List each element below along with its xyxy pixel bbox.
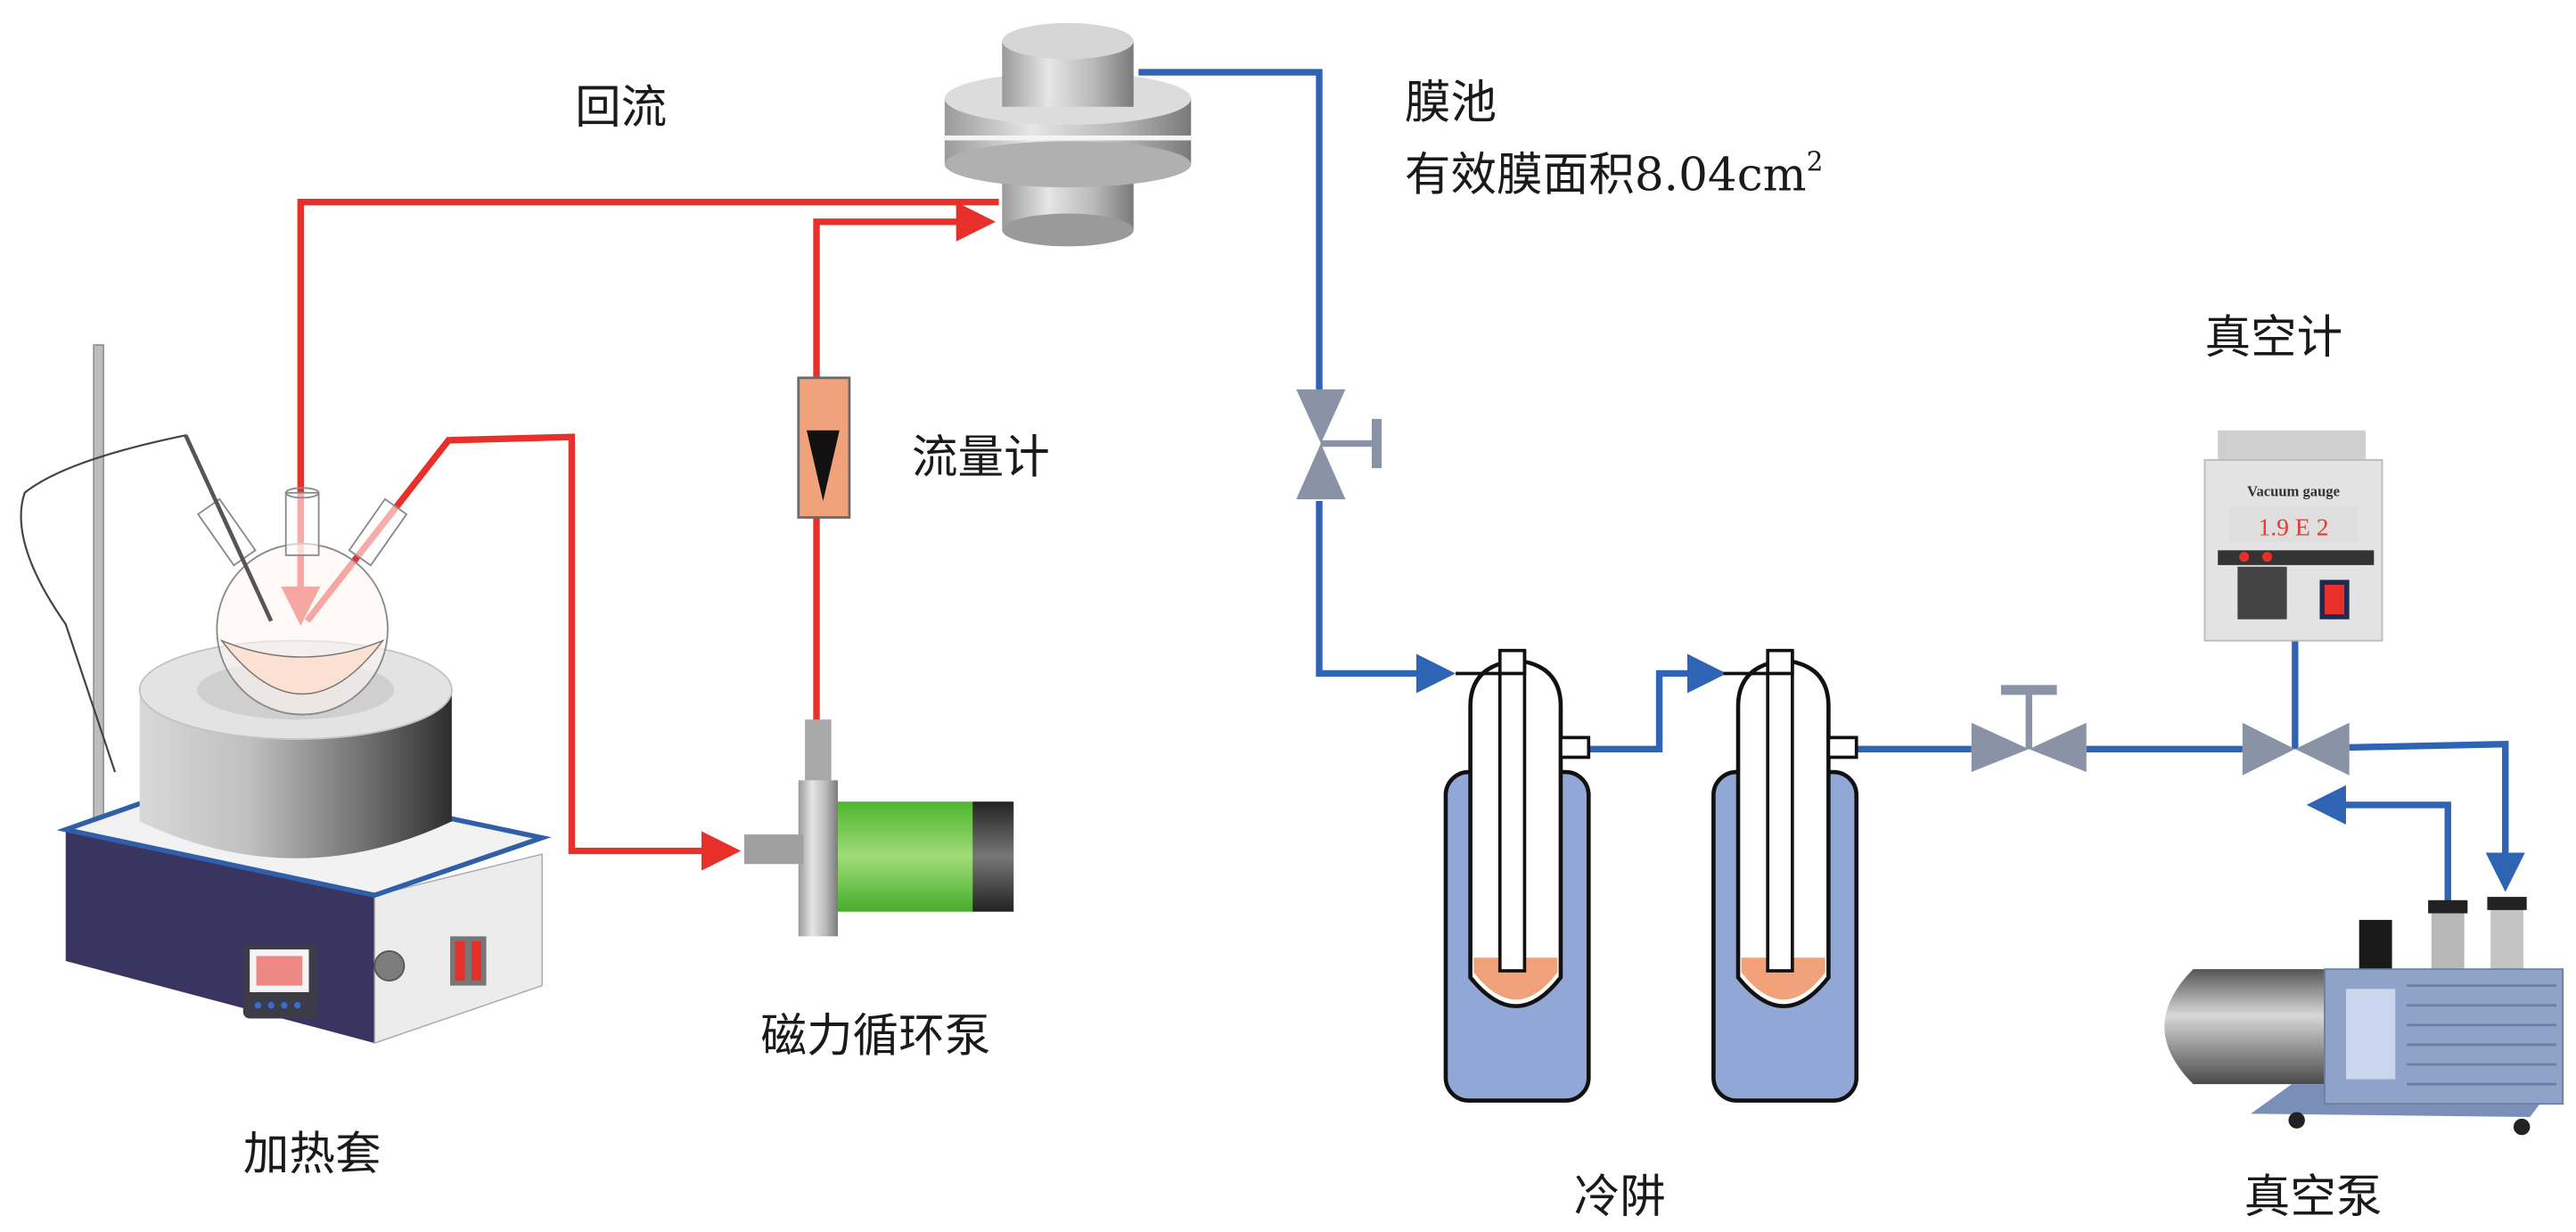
trap-inner-tube <box>1766 648 1794 973</box>
flask-center-neck <box>284 491 320 556</box>
gauge-power-switch-face <box>2325 584 2345 615</box>
thermometer <box>184 434 274 622</box>
valve-body-right <box>2294 722 2350 776</box>
cell-top-face <box>1002 22 1134 60</box>
cell-to-valve-line <box>1138 69 1323 391</box>
panel-button <box>281 1002 288 1009</box>
valve-2[interactable] <box>1971 685 2087 773</box>
magnetic-pump <box>743 719 1014 937</box>
vacuum-pump <box>2164 897 2564 1136</box>
label-membrane-area: 有效膜面积8.04cm2 <box>1405 147 1823 202</box>
cell-bottom-edge <box>1002 213 1134 247</box>
flask-right-neck <box>348 497 408 567</box>
membrane-area-text: 有效膜面积8.04cm <box>1405 149 1807 202</box>
trap-inlet-elbow <box>1723 650 1794 676</box>
vacuum-lines <box>1138 69 2525 904</box>
valve-handle-stem <box>1320 439 1377 448</box>
support-rod <box>93 344 104 839</box>
valve-body-right <box>2029 722 2087 773</box>
trap-condensate <box>1741 957 1825 1000</box>
pump-inlet-pipe <box>743 834 804 865</box>
pump-foot <box>2513 1118 2531 1136</box>
pump-port-exhaust <box>2431 907 2465 970</box>
label-cold-trap: 冷阱 <box>1574 1170 1666 1224</box>
pump-handle <box>2359 919 2392 970</box>
gauge-reading: 1.9 E 2 <box>2258 513 2328 541</box>
pump-port-inlet <box>2490 903 2524 970</box>
three-neck-flask <box>184 434 408 716</box>
gauge-led <box>2261 552 2273 563</box>
label-magnetic-pump: 磁力循环泵 <box>760 1009 990 1063</box>
trap-condensate <box>1473 957 1558 1000</box>
gauge-display <box>2229 505 2358 543</box>
cold-trap-2 <box>1711 648 1859 1103</box>
pump-motor-housing <box>2164 969 2334 1085</box>
valve3-to-pump-line <box>2349 740 2525 892</box>
vacuum-gauge: Vacuum gauge 1.9 E 2 <box>2203 430 2383 642</box>
flowmeter <box>797 376 851 519</box>
power-switch-led <box>471 940 482 981</box>
valve-body-top <box>1296 389 1346 444</box>
flask-to-pump-line <box>304 433 742 871</box>
label-reflux: 回流 <box>575 81 667 135</box>
pump-port-cap <box>2487 897 2527 910</box>
trap-outlet-tube <box>1826 735 1858 760</box>
cell-flange-bottom <box>944 141 1192 188</box>
panel-button <box>267 1002 275 1009</box>
heating-knob <box>373 949 406 981</box>
thermocouple-wire <box>20 434 273 773</box>
panel-button <box>254 1002 262 1009</box>
labels: 回流 膜池 有效膜面积8.04cm2 流量计 真空计 磁力循环泵 加热套 冷阱 … <box>243 77 2383 1224</box>
pump-foot <box>2288 1112 2305 1129</box>
trap-inlet-elbow <box>1455 650 1527 676</box>
pump-end-cap <box>972 801 1014 912</box>
valve-1[interactable] <box>1296 389 1382 500</box>
membrane-area-superscript: 2 <box>1807 147 1824 177</box>
gauge-title: Vacuum gauge <box>2247 482 2340 499</box>
label-vacuum-pump: 真空泵 <box>2244 1170 2383 1224</box>
gauge-panel-strip <box>2218 550 2375 565</box>
flask-center-neck-mouth <box>284 487 320 499</box>
label-heating-mantle: 加热套 <box>243 1128 381 1181</box>
valve-body-left <box>2242 722 2295 776</box>
trap1-to-trap2-line <box>1585 653 1727 752</box>
cold-trap-1 <box>1443 648 1591 1103</box>
valve-handle-stem <box>2025 694 2032 750</box>
label-vacuum-gauge: 真空计 <box>2204 311 2342 365</box>
pump-window <box>2345 989 2396 1080</box>
temperature-digits <box>256 956 303 986</box>
reflux-line <box>281 198 999 627</box>
pump-cooling-fins <box>2407 984 2556 1086</box>
flask-liquid <box>219 638 385 695</box>
trap-outlet-tube <box>1559 735 1591 760</box>
pump-motor <box>837 801 973 912</box>
valve-body-left <box>1971 722 2030 773</box>
heating-mantle <box>20 344 552 1045</box>
panel-button <box>293 1002 301 1009</box>
membrane-cell <box>944 22 1192 247</box>
flask-left-neck <box>196 497 257 567</box>
valve-3[interactable] <box>2242 722 2350 776</box>
flowmeter-float <box>806 430 840 502</box>
pump-port-cap <box>2428 899 2468 914</box>
valve-body-bottom <box>1296 443 1346 500</box>
feed-lines <box>281 198 999 871</box>
valve-to-trap1-line <box>1316 501 1456 694</box>
pump-head <box>798 780 838 937</box>
gauge-connectors <box>2237 566 2287 620</box>
valve-handle-bar <box>2000 685 2057 695</box>
pump-exhaust-line <box>2306 784 2451 904</box>
pump-outlet-pipe <box>805 719 832 785</box>
trap-inner-tube <box>1497 648 1527 973</box>
label-membrane-cell: 膜池 <box>1405 77 1497 130</box>
power-switch-led <box>455 940 465 981</box>
label-flowmeter: 流量计 <box>912 431 1050 485</box>
gauge-led <box>2239 552 2250 563</box>
valve-handle-bar <box>1371 418 1382 469</box>
flowmeter-to-cell-line <box>813 201 996 378</box>
